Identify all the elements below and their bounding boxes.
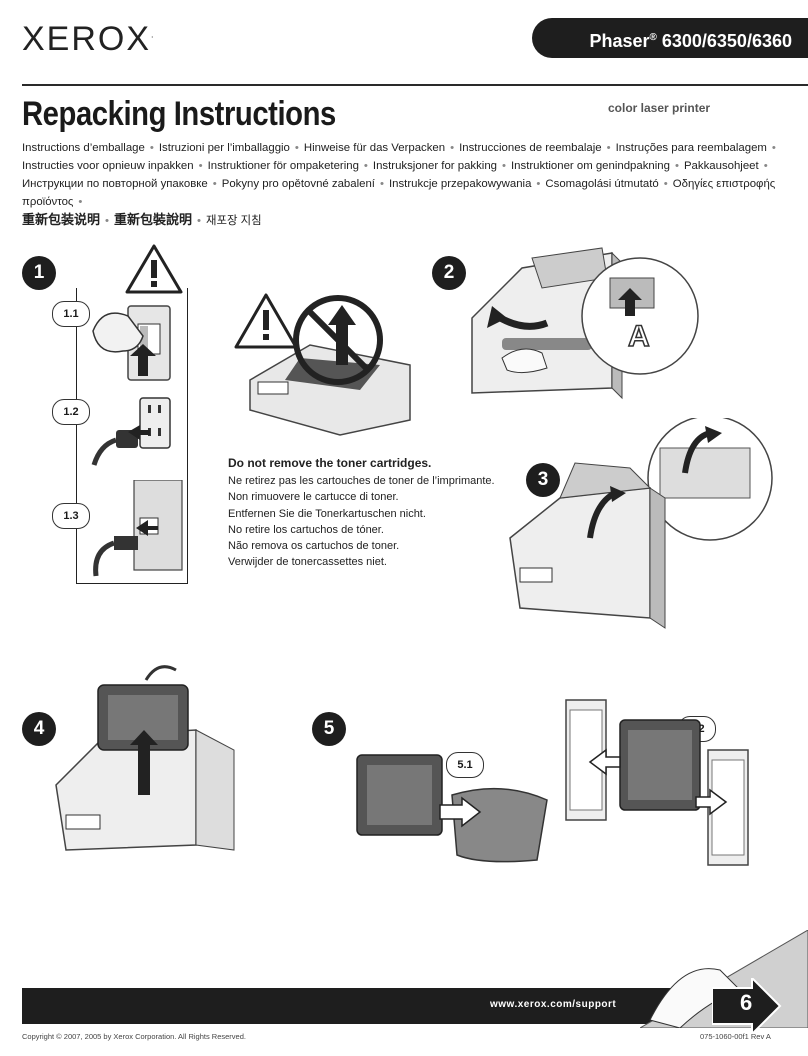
step-3-badge: 3 xyxy=(526,463,560,497)
step-6-label: 6 xyxy=(740,990,753,1015)
bag-drum-illustration xyxy=(356,754,548,863)
document-number: 075-1060-00f1 Rev A xyxy=(700,1032,771,1041)
power-outlet-illustration xyxy=(91,397,171,466)
xerox-logo: XEROX. xyxy=(22,20,154,58)
warning-triangle-icon xyxy=(125,244,183,294)
warning-line: Entfernen Sie die Tonerkartuschen nicht. xyxy=(228,507,426,520)
language-line-2: Instructies voor opnieuw inpakken•Instru… xyxy=(22,160,768,172)
step-5-badge: 5 xyxy=(312,712,346,746)
printer-cord-illustration xyxy=(93,480,183,577)
step-4-badge: 4 xyxy=(22,712,56,746)
box-drum-illustration xyxy=(565,699,749,866)
warning-line: Ne retirez pas les cartouches de toner d… xyxy=(228,475,495,488)
footer-bar xyxy=(22,988,730,1024)
power-switch-illustration xyxy=(92,305,171,381)
remove-drum-illustration xyxy=(55,665,235,851)
language-line-1: Instructions d’emballage•Istruzioni per … xyxy=(22,142,776,154)
trademark-mark: . xyxy=(151,29,154,40)
warning-line: Non rimuovere le cartucce di toner. xyxy=(228,491,399,504)
registered-mark: ® xyxy=(649,32,657,43)
warning-line: Verwijder de tonercassettes niet. xyxy=(228,556,387,569)
model-banner: Phaser® 6300/6350/6360 xyxy=(532,18,808,58)
step-5-1-badge: 5.1 xyxy=(446,752,484,778)
toner-warning-text: Do not remove the toner cartridges. Ne r… xyxy=(228,455,495,570)
do-not-remove-illustration xyxy=(234,293,411,436)
toner-warning-heading: Do not remove the toner cartridges. xyxy=(228,456,432,470)
page-subtitle: color laser printer xyxy=(608,101,711,115)
step-2-badge: 2 xyxy=(432,256,466,290)
language-line-4: 重新包装说明•重新包裝說明•재포장 지침 xyxy=(22,212,262,227)
warning-line: Não remova os cartuchos de toner. xyxy=(228,540,400,553)
step-1-3-badge: 1.3 xyxy=(52,503,90,529)
door-a-label: A xyxy=(628,320,650,353)
page-title: Repacking Instructions xyxy=(22,95,336,133)
model-prefix: Phaser xyxy=(589,31,650,51)
support-url[interactable]: www.xerox.com/support xyxy=(490,999,617,1010)
header-divider xyxy=(22,84,808,86)
model-numbers: 6300/6350/6360 xyxy=(656,31,792,51)
open-door-a-illustration: A xyxy=(471,247,699,400)
step-1-badge: 1 xyxy=(22,256,56,290)
warning-line: No retire los cartuchos de tóner. xyxy=(228,523,384,536)
language-list: Instructions d’emballage•Istruzioni per … xyxy=(22,139,802,230)
step-1-1-badge: 1.1 xyxy=(52,301,90,327)
next-step-arrow-icon[interactable] xyxy=(712,978,782,1034)
lift-cover-illustration xyxy=(509,418,773,629)
copyright-notice: Copyright © 2007, 2005 by Xerox Corporat… xyxy=(22,1032,246,1041)
step-1-2-badge: 1.2 xyxy=(52,399,90,425)
language-line-3: Инструкции по повторной упаковке•Pokyny … xyxy=(22,178,776,208)
